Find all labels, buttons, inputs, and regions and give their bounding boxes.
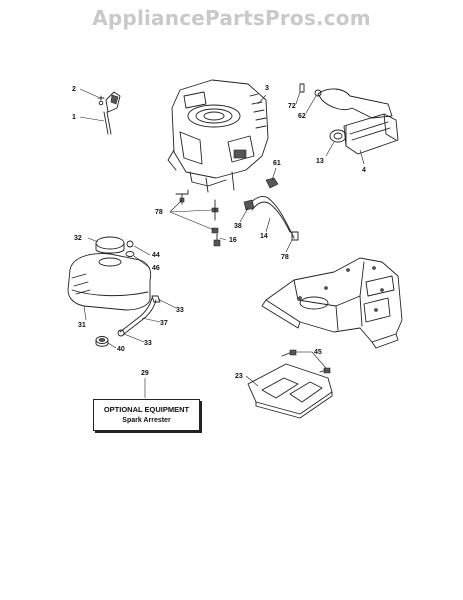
leader-line <box>79 116 105 122</box>
throttle-control <box>97 91 121 135</box>
callout-label: 61 <box>273 160 281 167</box>
leader-line <box>169 209 213 213</box>
callout-label: 32 <box>74 235 82 242</box>
site-watermark: AppliancePartsPros.com <box>92 6 371 30</box>
nut <box>265 177 279 189</box>
leader-line <box>311 351 327 369</box>
leader-line <box>271 167 277 181</box>
leader-line <box>107 342 117 349</box>
leader-line <box>87 237 99 243</box>
callout-label: 38 <box>234 223 242 230</box>
optional-equipment-box: OPTIONAL EQUIPMENT Spark Arrester <box>93 399 200 431</box>
leader-line <box>133 255 151 269</box>
callout-label: 46 <box>152 265 160 272</box>
leader-line <box>257 94 267 105</box>
callout-label: 44 <box>152 252 160 259</box>
callout-label: 62 <box>298 113 306 120</box>
muffler <box>299 83 399 155</box>
leader-line <box>141 317 161 323</box>
leader-line <box>219 237 227 241</box>
mounting-bolts <box>175 189 221 247</box>
spark-arrester-label: Spark Arrester <box>122 417 171 424</box>
callout-label: 33 <box>176 307 184 314</box>
callout-label: 3 <box>265 85 269 92</box>
leader-line <box>285 239 293 253</box>
callout-label: 40 <box>117 346 125 353</box>
leader-line <box>79 88 99 98</box>
callout-label: 72 <box>288 103 296 110</box>
leader-line <box>123 333 145 343</box>
callout-label: 29 <box>141 370 149 377</box>
optional-equipment-title: OPTIONAL EQUIPMENT <box>103 405 190 414</box>
callout-label: 45 <box>314 349 322 356</box>
callout-label: 33 <box>144 340 152 347</box>
callout-label: 31 <box>78 322 86 329</box>
callout-label: 16 <box>229 237 237 244</box>
callout-label: 1 <box>72 114 76 121</box>
chassis-frame <box>261 257 403 349</box>
bushing <box>95 336 109 347</box>
callout-label: 2 <box>72 86 76 93</box>
callout-label: 4 <box>362 167 366 174</box>
callout-label: 78 <box>155 209 163 216</box>
heat-shield <box>247 349 333 419</box>
leader-line <box>265 217 271 233</box>
leader-line <box>245 375 259 387</box>
leader-line <box>157 298 177 309</box>
fuel-tank <box>67 236 152 311</box>
leader-line <box>305 95 317 114</box>
callout-label: 13 <box>316 158 324 165</box>
leader-line <box>169 199 183 213</box>
engine <box>167 79 269 193</box>
leader-line <box>83 305 87 321</box>
callout-label: 23 <box>235 373 243 380</box>
leader-line <box>295 91 301 105</box>
callout-label: 37 <box>160 320 168 327</box>
callout-label: 14 <box>260 233 268 240</box>
leader-line <box>169 211 215 231</box>
leader-line <box>239 207 249 223</box>
callout-label: 78 <box>281 254 289 261</box>
fuel-line <box>243 195 299 241</box>
leader-line <box>325 141 335 157</box>
leader-line <box>133 245 151 256</box>
vent-hose <box>117 295 161 337</box>
leader-line <box>359 149 365 165</box>
